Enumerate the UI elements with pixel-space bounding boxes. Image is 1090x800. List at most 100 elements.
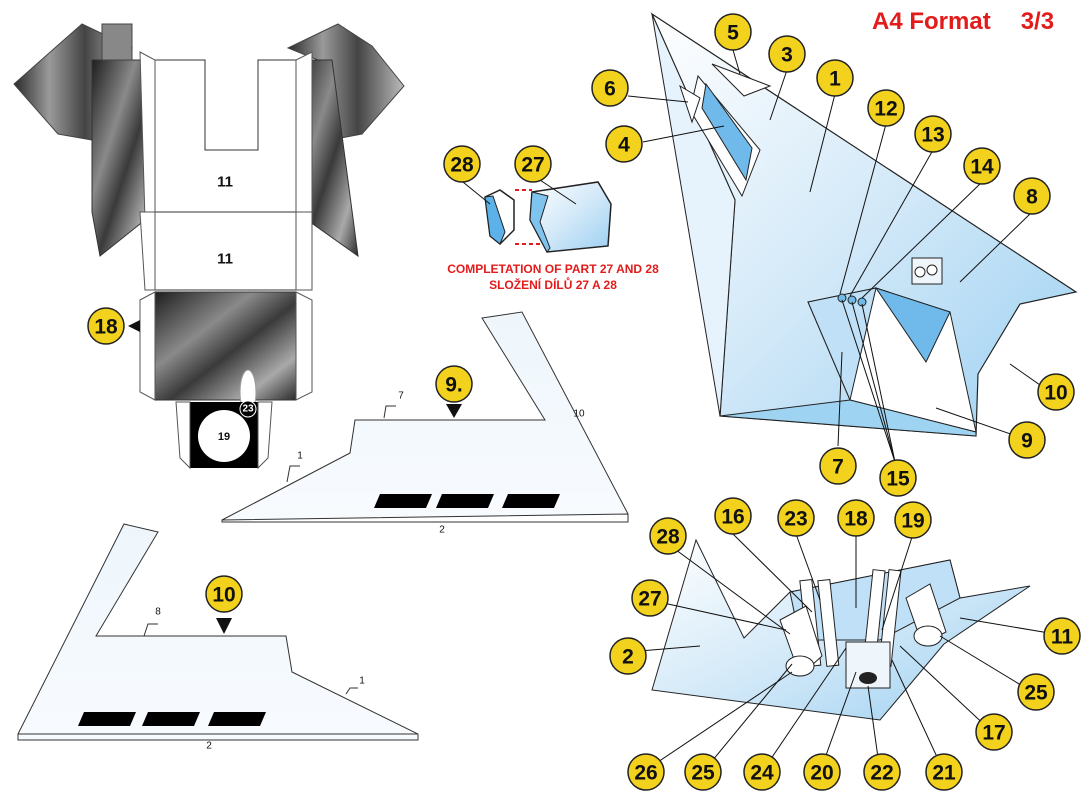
badge-26: 26 [627, 753, 665, 791]
label-11-a: 11 [217, 174, 233, 191]
part-10-slot-1 [78, 712, 136, 726]
badge-number: 21 [932, 762, 956, 785]
badge-7: 7 [819, 447, 857, 485]
label-2-edge-a: 2 [439, 525, 445, 536]
badge-6: 6 [591, 69, 629, 107]
badge-number: 5 [727, 22, 739, 45]
net-right-wing [286, 23, 405, 141]
badge-10-top: 10 [1037, 373, 1075, 411]
badge-number: 17 [982, 722, 1005, 745]
badge-number: 9. [445, 374, 463, 397]
assembly-note-cz: SLOŽENÍ DÍLŮ 27 A 28 [489, 278, 617, 292]
title-text: A4 Format [872, 8, 991, 35]
badge-5: 5 [714, 13, 752, 51]
badge-number: 14 [970, 156, 994, 179]
page-title: A4 Format 3/3 [872, 8, 1054, 36]
parts-27-28 [484, 181, 612, 253]
assembly-note: COMPLETATION OF PART 27 AND 28 SLOŽENÍ D… [430, 261, 676, 293]
page-number: 3/3 [1020, 8, 1055, 35]
badge-number: 18 [844, 508, 868, 531]
part-9-slot-2 [436, 494, 494, 508]
part-10-slot-3 [208, 712, 266, 726]
assembly-bottom-view [651, 538, 1031, 721]
badge-11: 11 [1043, 617, 1081, 655]
badge-28-bottom: 28 [649, 517, 687, 555]
badge-number: 16 [721, 506, 744, 529]
badge-number: 27 [638, 588, 661, 611]
badge-21: 21 [925, 753, 963, 791]
badge-15: 15 [879, 459, 917, 497]
part-9-slot-1 [374, 494, 432, 508]
badge-10-flat: 10 [205, 575, 243, 613]
badge-27-top: 27 [514, 145, 552, 183]
label-7-edge: 7 [398, 391, 404, 402]
badge-20: 20 [803, 753, 841, 791]
badge-number: 27 [521, 154, 544, 177]
paper-net-fuselage [13, 23, 405, 470]
badge-23: 23 [777, 499, 815, 537]
label-10-edge: 10 [573, 409, 585, 420]
badge-25-bottom: 25 [684, 753, 722, 791]
badge-number: 2 [622, 646, 634, 669]
badge-number: 25 [1024, 682, 1048, 705]
badge-number: 24 [750, 762, 774, 785]
badge-number: 26 [634, 762, 657, 785]
badge-number: 23 [784, 508, 807, 531]
badge-4: 4 [605, 125, 643, 163]
badge-number: 18 [94, 316, 118, 339]
label-11-b: 11 [217, 251, 233, 268]
badge-number: 9 [1021, 430, 1033, 453]
badge-17: 17 [975, 713, 1013, 751]
part-10-slot-2 [142, 712, 200, 726]
badge-13: 13 [914, 115, 952, 153]
net-body [154, 59, 297, 291]
badge-number: 28 [656, 526, 680, 549]
badge-2: 2 [609, 637, 647, 675]
badge-22: 22 [863, 753, 901, 791]
badge-number: 3 [781, 44, 793, 67]
flat-part-10 [17, 523, 419, 741]
badge-number: 4 [618, 134, 630, 157]
badge-number: 25 [691, 762, 715, 785]
part-10-outline [17, 523, 419, 741]
badge-number: 15 [886, 468, 910, 491]
label-2-edge-b: 2 [206, 741, 212, 752]
badge-number: 6 [604, 78, 616, 101]
badge-number: 13 [921, 124, 944, 147]
assembly-top-view [650, 12, 1078, 437]
net-part-18 [154, 291, 297, 401]
assembly-canard [711, 63, 772, 97]
badges: 5 3 1 6 4 12 13 14 8 10 9 7 15 28 27 18 … [87, 13, 1081, 791]
badge-number: 19 [901, 510, 924, 533]
badge-19: 19 [894, 501, 932, 539]
label-8-edge: 8 [155, 607, 161, 618]
part-9-slot-3 [502, 494, 560, 508]
net-circle-19 [198, 410, 250, 462]
badge-9-flat: 9. [435, 365, 473, 403]
badge-18-net: 18 [87, 307, 125, 345]
badge-12: 12 [867, 89, 905, 127]
label-23: 23 [242, 404, 254, 415]
badge-14: 14 [963, 147, 1001, 185]
badge-number: 20 [810, 762, 833, 785]
badge-8: 8 [1013, 177, 1051, 215]
badge-number: 28 [450, 154, 474, 177]
badge-number: 1 [829, 68, 841, 91]
badge-number: 7 [832, 456, 844, 479]
badge-28-top: 28 [443, 145, 481, 183]
badge-9-top: 9 [1008, 421, 1046, 459]
badge-number: 11 [1051, 626, 1074, 649]
label-19: 19 [218, 431, 230, 443]
flat-part-9 [221, 311, 629, 523]
badge-16: 16 [714, 497, 752, 535]
badge-27-bottom: 27 [631, 579, 669, 617]
badge-number: 10 [1044, 382, 1067, 405]
assembly-note-en: COMPLETATION OF PART 27 AND 28 [447, 262, 659, 276]
badge-number: 22 [870, 762, 893, 785]
badge-24: 24 [743, 753, 781, 791]
badge-1: 1 [816, 59, 854, 97]
label-1-edge-a: 1 [297, 451, 303, 462]
badge-18-bottom: 18 [837, 499, 875, 537]
badge-number: 10 [212, 584, 235, 607]
